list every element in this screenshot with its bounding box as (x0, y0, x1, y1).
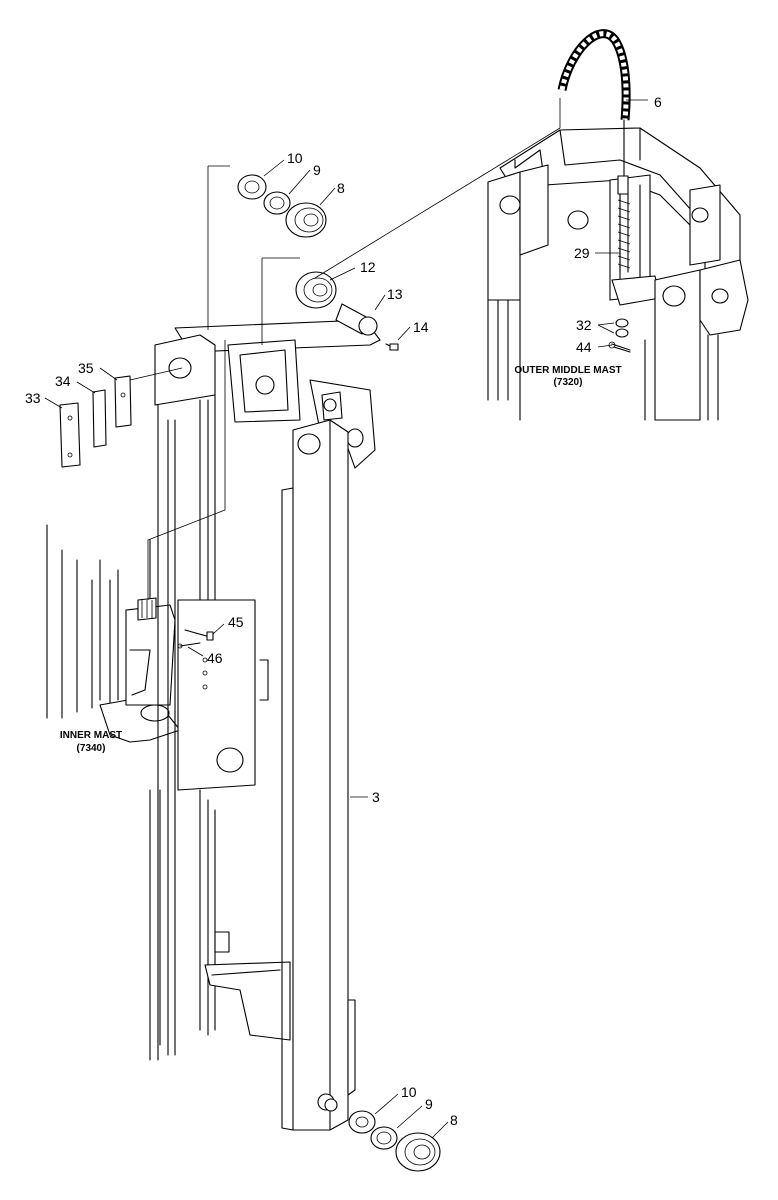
shim-34 (92, 389, 107, 448)
caption-inner-mast: INNER MAST (7340) (60, 730, 122, 754)
chain-anchor-plate (177, 599, 269, 791)
callout-8-top: 8 (337, 180, 345, 196)
callout-9-bot: 9 (425, 1096, 433, 1112)
callout-12: 12 (360, 259, 376, 275)
callout-14: 14 (413, 319, 429, 335)
callout-46: 46 (207, 650, 223, 666)
callout-45: 45 (228, 614, 244, 630)
washer-9-bottom (370, 1126, 398, 1150)
outer-mast-channel-3 (281, 419, 356, 1131)
caption-outer-middle-mast-line2: (7320) (554, 377, 583, 388)
callout-10-bot: 10 (401, 1084, 417, 1100)
callout-33: 33 (25, 390, 41, 406)
caption-outer-middle-mast-line1: OUTER MIDDLE MAST (514, 365, 621, 376)
assembly-guide-lines (129, 98, 561, 600)
pin-45 (184, 629, 214, 641)
middle-mast-frame (149, 319, 381, 1061)
cotter-pin-46 (177, 642, 201, 649)
callout-10-top: 10 (287, 150, 303, 166)
callout-labels: 6 10 9 8 12 13 14 29 32 44 35 34 33 45 4… (25, 94, 662, 1128)
callout-29: 29 (574, 245, 590, 261)
outer-middle-mast-assembly (487, 127, 749, 421)
callout-6: 6 (654, 94, 662, 110)
grease-fitting-14 (385, 343, 399, 351)
bracket-33 (59, 402, 81, 468)
callout-35: 35 (78, 360, 94, 376)
callout-3: 3 (372, 789, 380, 805)
inner-mast-assembly (46, 524, 181, 743)
plate-35 (114, 375, 132, 428)
callout-44: 44 (576, 339, 592, 355)
leader-lines (44, 99, 648, 1139)
lift-chain (557, 29, 631, 121)
bushing-13 (335, 303, 378, 336)
washer-10-top (237, 174, 267, 200)
cotter-pin (608, 341, 631, 353)
washer-10-bottom (348, 1110, 376, 1134)
caption-inner-mast-line2: (7340) (77, 743, 106, 754)
callout-9-top: 9 (313, 162, 321, 178)
callout-8-bot: 8 (450, 1112, 458, 1128)
callout-13: 13 (387, 286, 403, 302)
callout-32: 32 (576, 317, 592, 333)
callout-34: 34 (55, 373, 71, 389)
chain-anchor-bolt (617, 119, 631, 273)
caption-outer-middle-mast: OUTER MIDDLE MAST (7320) (514, 365, 621, 388)
washer-9-top (263, 191, 291, 215)
bottom-crossmember (204, 931, 291, 1041)
bearing-8-bottom (395, 1132, 441, 1172)
caption-inner-mast-line1: INNER MAST (60, 730, 122, 741)
bearing-8-top (285, 202, 327, 238)
sheave-12 (295, 271, 337, 309)
nut-and-washer (615, 318, 629, 338)
